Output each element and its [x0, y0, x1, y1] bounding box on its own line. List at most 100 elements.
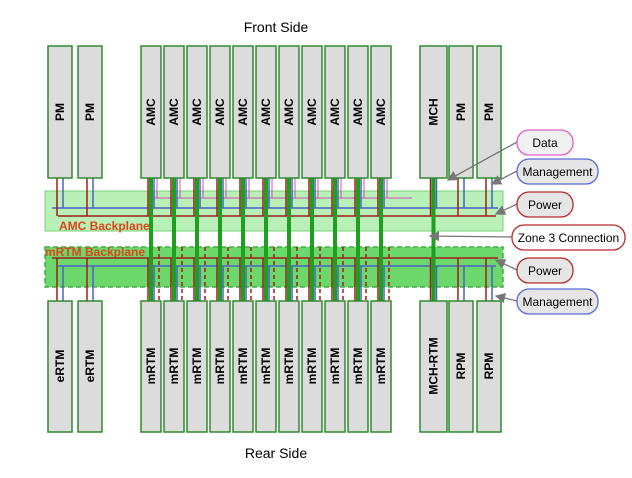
front-side-label: Front Side: [244, 19, 309, 35]
front-card-body: [163, 45, 185, 179]
front-card-label: PM: [454, 103, 468, 121]
front-card-label: MCH: [427, 98, 441, 125]
legend-box: [516, 158, 599, 185]
front-card-body: [186, 45, 208, 179]
legend-label: Management: [522, 295, 593, 309]
legend-label: Power: [528, 264, 562, 278]
rear-card: mRTM: [186, 300, 208, 433]
front-card-label: PM: [482, 103, 496, 121]
legend-item: Zone 3 Connection: [428, 224, 626, 251]
legend-arrow: [490, 170, 518, 185]
legend-label: Data: [532, 136, 558, 150]
front-card: MCH: [419, 45, 448, 179]
front-card-label: AMC: [190, 98, 204, 126]
legend-arrow: [494, 203, 518, 215]
front-card: AMC: [232, 45, 254, 179]
rear-card-label: MCH-RTM: [427, 337, 441, 394]
rear-card: mRTM: [370, 300, 392, 433]
front-cards: PM PM AMC AMC AMC AMC AMC AMC AMC AMC AMC AMC AMC MCH…: [47, 45, 502, 179]
front-card-label: AMC: [328, 98, 342, 126]
rear-card-body: [324, 300, 346, 433]
front-card-label: PM: [53, 103, 67, 121]
front-card-label: AMC: [374, 98, 388, 126]
front-card: AMC: [186, 45, 208, 179]
front-card-body: [255, 45, 277, 179]
front-card-body: [209, 45, 231, 179]
front-card-label: PM: [83, 103, 97, 121]
rear-card-label: RPM: [482, 353, 496, 380]
front-card-label: AMC: [305, 98, 319, 126]
legend-label: Power: [528, 198, 562, 212]
legend-label: Zone 3 Connection: [518, 231, 619, 245]
front-card-label: AMC: [144, 98, 158, 126]
rear-card: mRTM: [347, 300, 369, 433]
front-card-body: [324, 45, 346, 179]
rear-card-label: mRTM: [144, 348, 158, 385]
front-card-body: [347, 45, 369, 179]
front-card: AMC: [163, 45, 185, 179]
rear-card-label: mRTM: [305, 348, 319, 385]
rear-card: RPM: [448, 300, 474, 433]
legend-arrow: [494, 259, 518, 271]
front-card: PM: [476, 45, 502, 179]
front-card-label: AMC: [282, 98, 296, 126]
legend-arrow: [428, 230, 513, 242]
rear-card: mRTM: [163, 300, 185, 433]
rear-card-body: [419, 300, 448, 433]
rear-card-body: [301, 300, 323, 433]
legend-box: [511, 224, 626, 251]
legend-item: Power: [494, 191, 574, 218]
rear-card-body: [448, 300, 474, 433]
rear-card-body: [140, 300, 162, 433]
legend-arrow: [494, 293, 518, 304]
rear-card-body: [370, 300, 392, 433]
legend-item: Power: [494, 257, 574, 284]
rear-card-body: [278, 300, 300, 433]
legend-item: Management: [490, 158, 599, 185]
front-card: AMC: [324, 45, 346, 179]
front-card-label: AMC: [259, 98, 273, 126]
front-card: PM: [47, 45, 73, 179]
rear-card-label: mRTM: [328, 348, 342, 385]
rear-card: RPM: [476, 300, 502, 433]
front-card-body: [140, 45, 162, 179]
rear-card-body: [232, 300, 254, 433]
rear-card: mRTM: [255, 300, 277, 433]
legend-item: Management: [494, 288, 599, 315]
rear-card-body: [77, 300, 103, 433]
front-card-body: [278, 45, 300, 179]
rear-card-label: RPM: [454, 353, 468, 380]
rear-card-label: eRTM: [53, 350, 67, 383]
mrtm-backplane-label: mRTM Backplane: [45, 245, 145, 259]
front-card-label: AMC: [213, 98, 227, 126]
front-card-label: AMC: [167, 98, 181, 126]
rear-card: mRTM: [209, 300, 231, 433]
legend-item: Data: [446, 129, 574, 181]
backplane-wiring: [52, 178, 498, 301]
front-card: AMC: [278, 45, 300, 179]
rear-card-body: [47, 300, 73, 433]
legend-box: [516, 129, 574, 156]
rear-card-body: [255, 300, 277, 433]
front-card: AMC: [209, 45, 231, 179]
rear-card-label: mRTM: [282, 348, 296, 385]
front-card-label: AMC: [351, 98, 365, 126]
rear-card-body: [186, 300, 208, 433]
front-card-body: [419, 45, 448, 179]
rear-card-body: [476, 300, 502, 433]
legend-arrow: [446, 141, 518, 181]
rear-card-label: mRTM: [236, 348, 250, 385]
rear-card: MCH-RTM: [419, 300, 448, 433]
mrtm-backplane: [44, 246, 504, 288]
rear-side-label: Rear Side: [245, 445, 307, 461]
front-card-label: AMC: [236, 98, 250, 126]
rear-card-label: mRTM: [167, 348, 181, 385]
rear-card-body: [209, 300, 231, 433]
rear-card: mRTM: [140, 300, 162, 433]
rear-card: eRTM: [77, 300, 103, 433]
front-card-body: [232, 45, 254, 179]
